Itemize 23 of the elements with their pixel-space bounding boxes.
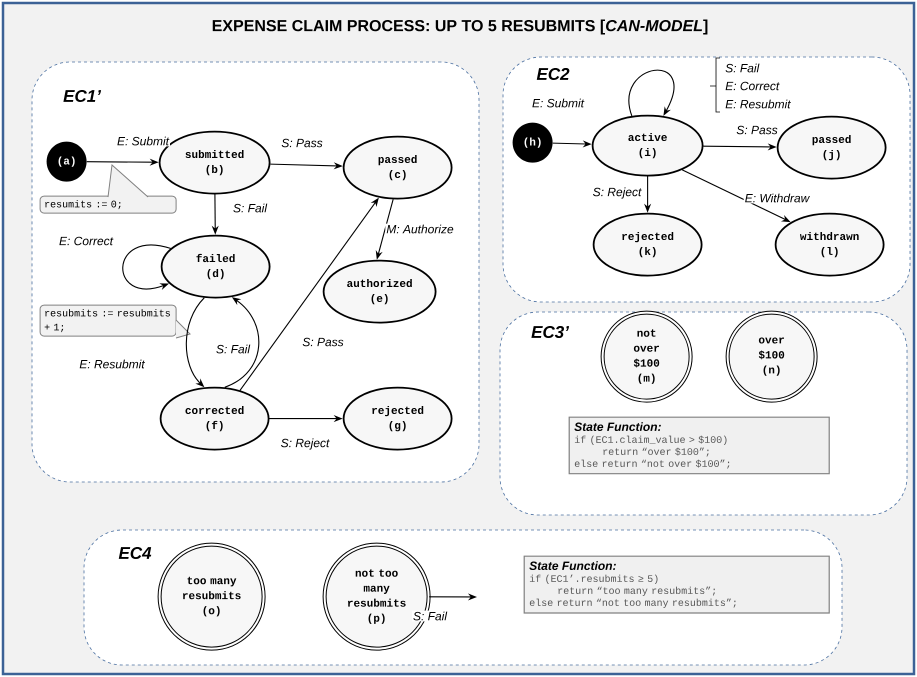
edge-label: M: Authorize [385, 224, 455, 234]
edge-label: S: Reject [280, 437, 330, 451]
edge-label: E: Submit [116, 136, 170, 146]
panel-heading: EC2 [536, 68, 570, 80]
edge-label: E: Submit [531, 98, 586, 108]
panel-heading: EC4 [118, 546, 152, 560]
title: EXPENSE CLAIM PROCESS: UP TO 5 RESUBMITS [CAN-MODEL] [212, 20, 708, 34]
edge-label: S: Fail [412, 610, 448, 622]
panel-heading: EC1’ [63, 90, 102, 102]
transition-label: E: Resubmit [726, 100, 791, 108]
edge-label: S: Fail [215, 344, 251, 354]
callout: resubmits := resubmits + 1; [40, 304, 191, 338]
code-box: State Function: if (EC1.claim_value > $100) return “over $100”; else return “not over $100”; [568, 416, 830, 474]
arrow [224, 297, 260, 388]
arrow [628, 70, 674, 116]
edge-label: S: Reject [592, 186, 642, 200]
edge-label: E: Resubmit [78, 358, 146, 370]
transition-label: S: Fail [726, 64, 760, 72]
panel-heading: EC3’ [531, 326, 570, 338]
code-box: State Function: if (EC1’.resubmits ≥ 5) return “too many resubmits”; else return “not too many resubmits”; [524, 556, 830, 614]
edge-label: E: Withdraw [744, 192, 810, 204]
transition-label: E: Correct [726, 82, 780, 90]
edge-label: S: Fail [232, 202, 268, 214]
